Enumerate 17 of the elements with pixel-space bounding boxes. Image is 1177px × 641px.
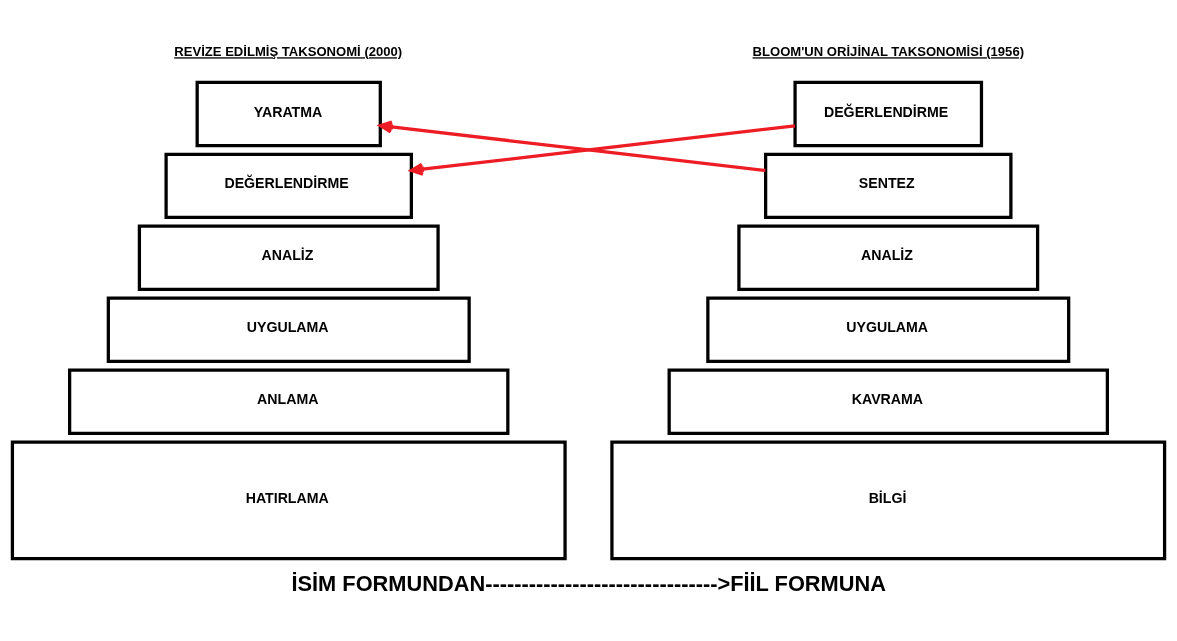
- node-box: DEĞERLENDİRME: [164, 152, 413, 220]
- node-box: HATIRLAMA: [10, 440, 567, 561]
- node-box: ANALİZ: [737, 224, 1040, 292]
- arrow: [409, 124, 796, 176]
- node-box: YARATMA: [195, 80, 382, 148]
- node-box: KAVRAMA: [667, 368, 1109, 435]
- node-box: UYGULAMA: [706, 296, 1071, 363]
- label: BLOOM'UN ORİJİNAL TAKSONOMİSİ (1956): [752, 44, 1025, 60]
- node-box: BİLGİ: [610, 440, 1167, 561]
- label: İSİM FORMUNDAN-------------------------------->FİİL FORMUNA: [291, 571, 886, 597]
- node-box: DEĞERLENDİRME: [793, 80, 984, 148]
- label: REVİZE EDİLMİŞ TAKSONOMİ (2000): [174, 44, 403, 60]
- node-box: UYGULAMA: [106, 296, 471, 363]
- node-box: ANALİZ: [137, 224, 440, 292]
- node-box: ANLAMA: [68, 368, 510, 435]
- node-box: SENTEZ: [764, 152, 1013, 220]
- arrow: [378, 120, 766, 173]
